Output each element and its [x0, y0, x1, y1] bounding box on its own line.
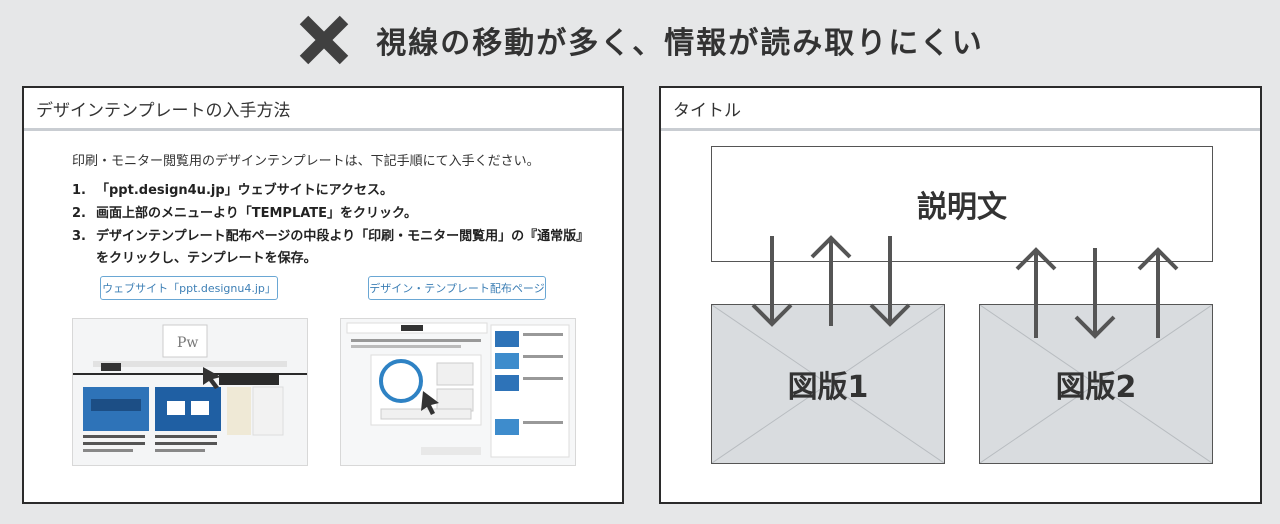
title-rule [24, 128, 622, 131]
template-page-link-button[interactable]: デザイン・テンプレート配布ページ [368, 276, 546, 300]
slide-title: タイトル [673, 101, 741, 121]
svg-text:Pw: Pw [177, 335, 198, 351]
slide-title: デザインテンプレートの入手方法 [36, 101, 291, 121]
website-screenshot-image: Pw [73, 319, 307, 465]
step-number: 3. [72, 229, 86, 244]
step-text: 「ppt.design4u.jp」ウェブサイトにアクセス。 [96, 183, 393, 198]
description-box: 説明文 [711, 146, 1213, 262]
steps-list: 1. 「ppt.design4u.jp」ウェブサイトにアクセス。 2. 画面上部… [72, 180, 592, 271]
website-link-button[interactable]: ウェブサイト「ppt.designu4.jp」 [100, 276, 278, 300]
figure-label: 図版1 [787, 370, 869, 405]
placeholder-cross-icon [980, 305, 1212, 463]
template-page-screenshot-image [341, 319, 575, 465]
title-rule [661, 128, 1260, 131]
intro-text: 印刷・モニター閲覧用のデザインテンプレートは、下記手順にて入手ください。 [72, 154, 540, 169]
headline-text: 視線の移動が多く、情報が読み取りにくい [376, 26, 984, 61]
figure-placeholder-2: 図版2 [979, 304, 1213, 464]
list-item: 2. 画面上部のメニューより「TEMPLATE」をクリック。 [72, 203, 592, 225]
right-slide: タイトル 説明文 図版1 図版2 [659, 86, 1262, 504]
left-slide: デザインテンプレートの入手方法 印刷・モニター閲覧用のデザインテンプレートは、下… [22, 86, 624, 504]
website-screenshot: Pw [72, 318, 308, 466]
list-item: 3. デザインテンプレート配布ページの中段より「印刷・モニター閲覧用」の『通常版… [72, 226, 592, 270]
figure-label: 図版2 [1055, 370, 1137, 405]
template-page-screenshot [340, 318, 576, 466]
step-number: 2. [72, 206, 86, 221]
headline: 視線の移動が多く、情報が読み取りにくい [0, 10, 1280, 70]
step-text: デザインテンプレート配布ページの中段より「印刷・モニター閲覧用」の『通常版』をク… [96, 229, 590, 266]
step-text: 画面上部のメニューより「TEMPLATE」をクリック。 [96, 206, 417, 221]
placeholder-cross-icon [712, 305, 944, 463]
step-number: 1. [72, 183, 86, 198]
description-label: 説明文 [917, 190, 1007, 225]
x-mark-icon [300, 15, 349, 65]
list-item: 1. 「ppt.design4u.jp」ウェブサイトにアクセス。 [72, 180, 592, 202]
figure-placeholder-1: 図版1 [711, 304, 945, 464]
